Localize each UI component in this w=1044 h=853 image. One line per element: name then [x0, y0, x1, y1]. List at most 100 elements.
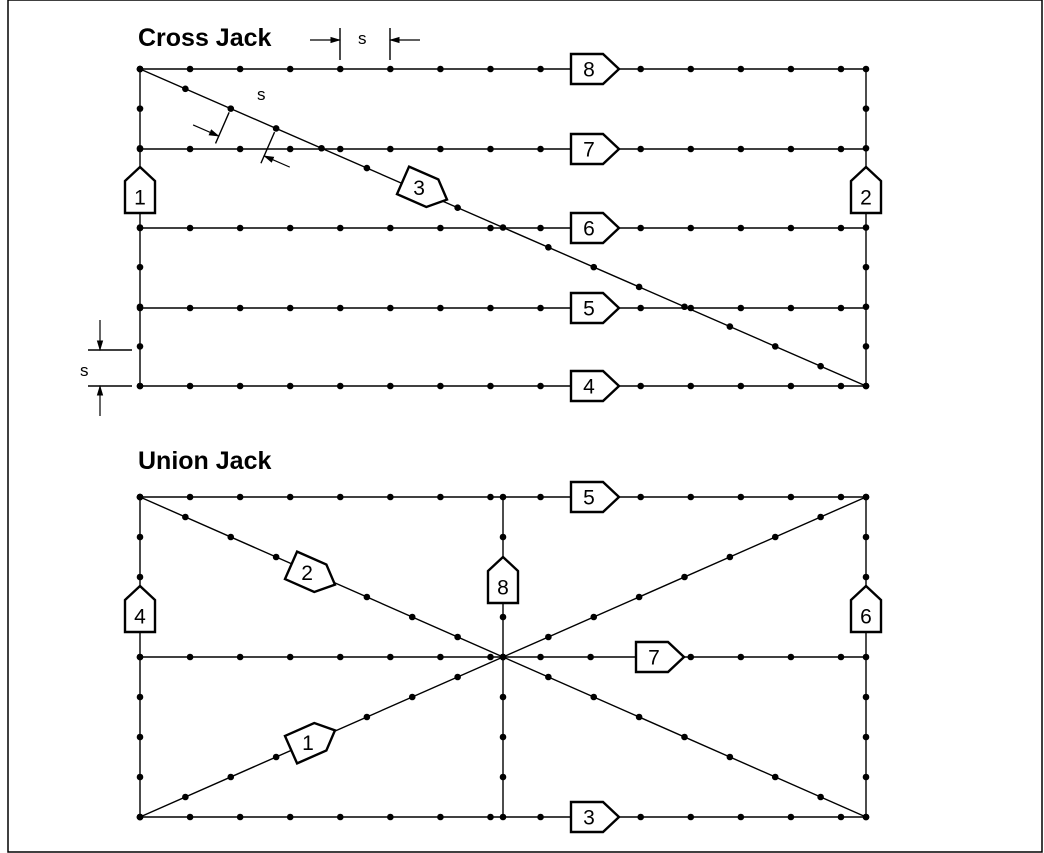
- union-jack-point: [236, 813, 244, 821]
- cross-jack-point: [537, 304, 544, 312]
- cross-jack-point: [737, 224, 745, 232]
- cross-jack-point: [637, 65, 644, 73]
- union-jack-tag-4: 4: [123, 584, 157, 634]
- cross-jack-point: [336, 304, 344, 312]
- union-jack-point: [637, 493, 644, 501]
- union-jack-tag-4-label: 4: [134, 606, 146, 629]
- cross-jack-point: [186, 145, 194, 153]
- union-jack-point: [499, 813, 507, 821]
- union-jack-point: [537, 653, 544, 661]
- union-jack-point: [862, 813, 870, 821]
- cross-jack-point: [363, 164, 371, 172]
- union-jack-tag-3-label: 3: [583, 807, 595, 830]
- union-jack-point: [590, 693, 598, 701]
- union-jack-point: [236, 493, 244, 501]
- union-jack-point: [136, 653, 144, 661]
- union-jack-point: [787, 813, 795, 821]
- cross-jack-tag-6-label: 6: [583, 218, 595, 241]
- union-jack-tag-5-label: 5: [583, 487, 595, 510]
- union-jack-point: [726, 753, 734, 761]
- union-jack-point: [408, 693, 416, 701]
- union-jack-point: [454, 633, 461, 641]
- cross-jack-tag-8: 8: [569, 52, 621, 86]
- cross-jack-point: [537, 382, 544, 390]
- union-jack-point: [499, 773, 507, 781]
- cross-jack-tag-3-label: 3: [413, 177, 425, 200]
- union-jack-point: [499, 533, 507, 541]
- cross-jack-point: [286, 65, 294, 73]
- cross-jack-point: [687, 145, 695, 153]
- union-jack-point: [499, 613, 507, 621]
- cross-jack-point: [862, 224, 870, 231]
- cross-jack-point: [227, 105, 235, 112]
- cross-jack-point: [286, 382, 294, 390]
- cross-jack-point: [387, 382, 394, 390]
- union-jack-point: [454, 673, 461, 681]
- cross-jack-point: [837, 304, 845, 312]
- cross-jack-point: [136, 382, 144, 390]
- cross-jack-point: [862, 144, 870, 152]
- cross-jack-point: [681, 303, 688, 311]
- cross-jack-point: [687, 304, 695, 312]
- cross-jack-tag-7: 7: [569, 132, 621, 166]
- cross-jack-point: [862, 382, 870, 390]
- union-jack-point: [681, 733, 688, 741]
- cross-jack-point: [336, 382, 344, 390]
- union-jack-point: [499, 653, 507, 661]
- cross-jack-point: [286, 304, 294, 312]
- spacing-extension: [214, 112, 230, 144]
- cross-jack-point: [437, 145, 444, 153]
- union-jack-point: [590, 613, 598, 621]
- union-jack-point: [687, 653, 695, 661]
- union-jack-point: [635, 713, 643, 721]
- union-jack-tag-7-label: 7: [648, 647, 660, 670]
- union-jack-point: [136, 693, 144, 701]
- cross-jack-point: [537, 65, 544, 73]
- cross-jack-tag-2: 2: [849, 165, 883, 215]
- cross-jack-point: [637, 224, 644, 232]
- cross-jack-tag-8-label: 8: [583, 59, 595, 82]
- cross-jack-point: [272, 125, 280, 132]
- union-jack-point: [545, 633, 552, 641]
- cross-jack-point: [286, 145, 294, 153]
- union-jack-tag-2-label: 2: [301, 562, 313, 585]
- union-jack-point: [837, 653, 845, 661]
- cross-jack-point: [487, 145, 494, 153]
- cross-jack-point: [186, 304, 194, 312]
- union-jack-point: [387, 813, 394, 821]
- union-jack-tag-8-label: 8: [497, 577, 509, 600]
- cross-jack-point: [236, 65, 244, 73]
- union-jack-point: [136, 813, 144, 821]
- union-jack-point: [182, 513, 189, 521]
- union-jack-tag-1-label: 1: [302, 732, 314, 755]
- union-jack-point: [771, 533, 779, 541]
- cross-jack-point: [136, 263, 144, 271]
- cross-jack-tag-4-label: 4: [583, 376, 595, 399]
- cross-jack-point: [862, 343, 870, 350]
- union-jack-point: [236, 653, 244, 661]
- cross-jack-point: [637, 304, 644, 312]
- union-jack-point: [862, 773, 870, 781]
- union-jack-point: [862, 493, 870, 501]
- union-jack-point: [862, 653, 870, 661]
- cross-jack-point: [387, 65, 394, 73]
- cross-jack-point: [537, 145, 544, 153]
- union-jack-point: [737, 813, 745, 821]
- union-jack-point: [545, 673, 552, 681]
- union-jack-point: [499, 733, 507, 741]
- union-jack-point: [186, 653, 194, 661]
- union-jack-point: [227, 533, 235, 541]
- union-jack-point: [726, 553, 734, 561]
- union-jack-point: [437, 493, 444, 501]
- cross-jack-tag-7-label: 7: [583, 139, 595, 162]
- union-jack-point: [487, 653, 494, 661]
- union-jack-point: [687, 493, 695, 501]
- union-jack-point: [136, 773, 144, 781]
- union-jack-point: [186, 493, 194, 501]
- outer-frame: [7, 0, 1043, 853]
- union-jack-point: [437, 653, 444, 661]
- union-jack-point: [635, 593, 643, 601]
- union-jack-point: [687, 813, 695, 821]
- cross-jack-point: [437, 65, 444, 73]
- union-jack-tag-7: 7: [634, 640, 686, 674]
